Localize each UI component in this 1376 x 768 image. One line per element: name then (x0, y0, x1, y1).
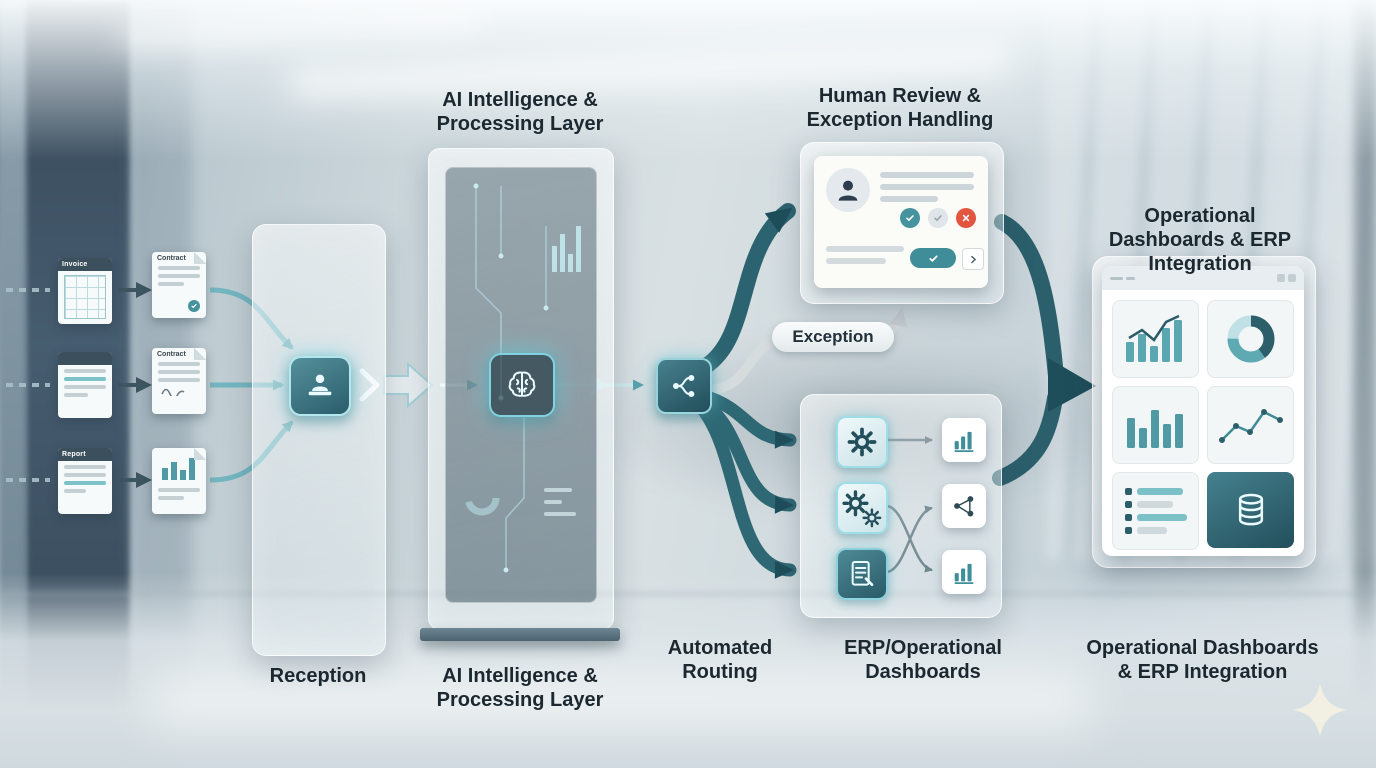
contract-document-1: Contract (152, 252, 206, 318)
erp-dashboards-label: ERP/Operational Dashboards (844, 637, 1002, 683)
reception-to-ai-arrow (383, 361, 434, 409)
reception-panel (252, 224, 386, 656)
menu-icon (1126, 276, 1135, 280)
approve-check-icon (910, 248, 956, 268)
dashboard-titlebar (1102, 266, 1304, 290)
line-chart-icon (1207, 386, 1294, 464)
text-line (880, 196, 938, 202)
document-plain (58, 352, 112, 418)
bar-line-chart-icon (1112, 300, 1199, 378)
avatar-icon (826, 168, 870, 212)
text-line (826, 246, 904, 252)
ai-layer-bottom-label: AI Intelligence & Processing Layer (436, 665, 604, 711)
bar-chart-icon (942, 550, 986, 594)
human-review-card (814, 156, 988, 288)
gear-icon (836, 416, 888, 468)
double-gear-icon (836, 482, 888, 534)
screen-donut-icon (464, 480, 500, 516)
brain-icon (489, 353, 555, 417)
reception-desk-icon (289, 356, 351, 416)
database-icon (1207, 472, 1294, 548)
routing-split-icon (656, 358, 712, 414)
report-document: Report (58, 448, 112, 514)
screen-bar-chart-icon (552, 226, 581, 272)
page-fold (194, 448, 206, 460)
automated-routing-label: Automated Routing (667, 637, 773, 683)
menu-icon (1110, 276, 1123, 280)
dashboards-top-label: Operational Dashboards & ERP Integration (1108, 205, 1292, 275)
ai-panel-base (420, 628, 620, 641)
document-edit-icon (836, 548, 888, 600)
signature-icon (161, 388, 185, 396)
chevron-right-icon (962, 248, 984, 270)
approved-check-icon (188, 300, 200, 312)
background-floor (0, 573, 1376, 768)
routing-to-review-arrow (698, 203, 796, 374)
check-icon (900, 208, 920, 228)
report-label: Report (58, 448, 112, 461)
invoice-document: Invoice (58, 258, 112, 324)
routing-to-erp-arrows (693, 389, 797, 579)
review-to-dashboard-arrow (994, 214, 1064, 384)
cross-icon (956, 208, 976, 228)
human-review-label: Human Review & Exception Handling (806, 85, 994, 131)
check-icon (928, 208, 948, 228)
contract-label: Contract (157, 255, 186, 262)
window-control-icon (1277, 274, 1285, 282)
network-icon (942, 484, 986, 528)
background-floor-glow (150, 672, 1090, 728)
invoice-table (64, 275, 106, 319)
dashboards-bottom-label: Operational Dashboards & ERP Integration (1086, 637, 1319, 683)
dashboard-grid (1102, 290, 1304, 556)
list-icon (1112, 472, 1199, 550)
dashboard-window (1102, 266, 1304, 556)
window-control-icon (1288, 274, 1296, 282)
exception-badge: Exception (772, 322, 894, 352)
text-line (880, 184, 974, 190)
screen-list-icon (544, 488, 576, 516)
text-line (826, 258, 886, 264)
reception-label: Reception (269, 665, 367, 687)
sparkle-icon (1293, 683, 1347, 737)
erp-to-dashboard-arrow (992, 390, 1063, 486)
donut-chart-icon (1207, 300, 1294, 378)
dashboard-arrowhead (1048, 358, 1096, 412)
document-feed-lines (6, 288, 50, 482)
bar-chart-icon (942, 418, 986, 462)
text-line (880, 172, 974, 178)
document-step-arrows (118, 282, 152, 488)
chart-document (152, 448, 206, 514)
page-fold (194, 252, 206, 264)
page-fold (194, 348, 206, 360)
circuit-traces (464, 183, 581, 573)
contract-label: Contract (157, 351, 186, 358)
invoice-label: Invoice (58, 258, 112, 271)
bar-chart-icon (1112, 386, 1199, 464)
ai-layer-top-label: AI Intelligence & Processing Layer (436, 89, 604, 135)
mini-bar-chart-icon (162, 458, 195, 480)
exception-label: Exception (792, 327, 874, 346)
contract-document-2: Contract (152, 348, 206, 414)
document-header (58, 352, 112, 365)
